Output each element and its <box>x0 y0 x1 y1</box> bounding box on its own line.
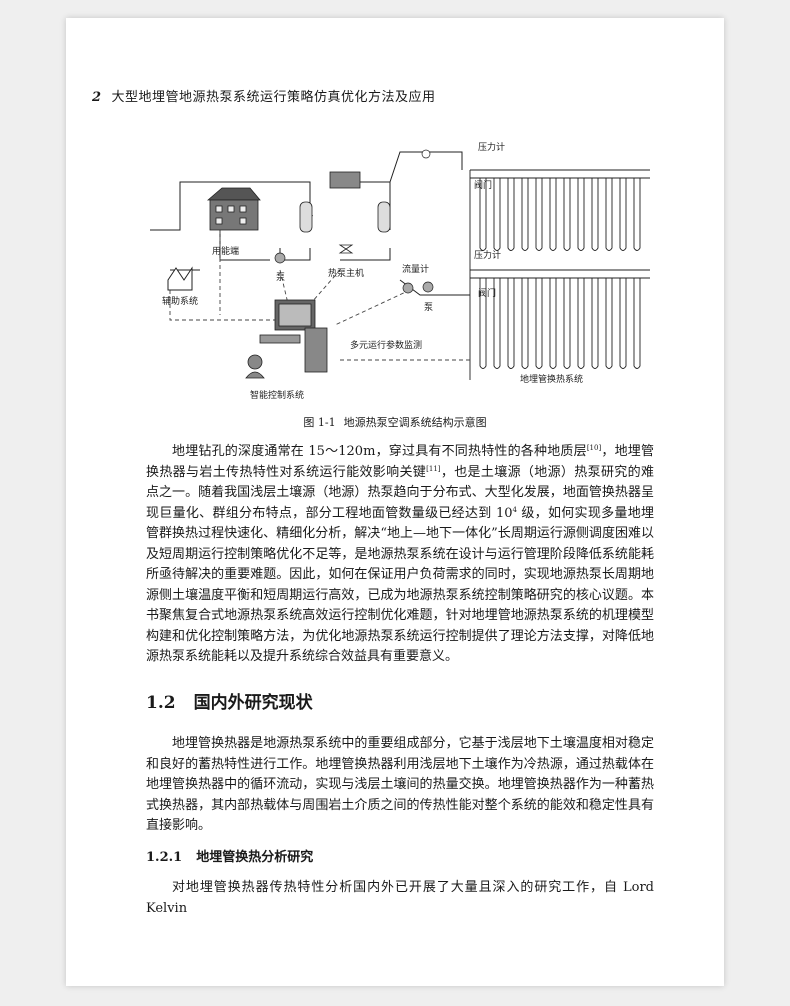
section-number: 1.2 <box>146 693 176 713</box>
label-aux-system: 辅助系统 <box>162 295 198 307</box>
borehole-tube <box>493 278 501 369</box>
exponent: 4 <box>512 505 517 514</box>
p2-text: 地埋管换热器是地源热泵系统中的重要组成部分，它基于浅层地下土壤温度相对稳定和良好… <box>146 736 654 833</box>
figure-number: 图 1-1 <box>303 416 336 429</box>
borehole-tube <box>549 278 557 369</box>
computer-icon <box>245 299 328 379</box>
borehole-tube <box>605 178 613 251</box>
borehole-tube <box>521 178 529 251</box>
label-flow-meter: 流量计 <box>402 263 429 275</box>
page-sheet <box>66 18 724 986</box>
borehole-tube <box>577 278 585 369</box>
citation-11: [11] <box>426 464 441 473</box>
running-head: 2 大型地埋管地源热泵系统运行策略仿真优化方法及应用 <box>92 86 436 105</box>
label-pressure-gauge-mid: 压力计 <box>474 249 501 261</box>
p1-text-a: 地埋钻孔的深度通常在 15～120m，穿过具有不同热特性的各种地质层 <box>172 444 587 459</box>
label-control: 智能控制系统 <box>250 389 304 401</box>
label-valve-top: 阀门 <box>474 179 492 191</box>
label-user-end: 用能端 <box>212 245 239 257</box>
borehole-tube <box>493 178 501 251</box>
borehole-tube <box>633 178 641 251</box>
section-heading: 1.2 国内外研究现状 <box>146 688 313 713</box>
heat-exchanger-icon <box>299 171 391 254</box>
borehole-tube <box>479 278 487 369</box>
pump-icons <box>274 149 434 294</box>
label-ground-hx: 地埋管换热系统 <box>520 373 583 385</box>
citation-10: [10] <box>586 444 602 452</box>
label-pump-left: 泵 <box>276 272 285 283</box>
borehole-tube <box>591 178 599 251</box>
borehole-tube <box>591 278 599 369</box>
figure-caption: 图 1-1 地源热泵空调系统结构示意图 <box>0 414 790 430</box>
aux-system-icon <box>167 266 193 291</box>
borehole-tube <box>507 278 515 369</box>
subsection-heading: 1.2.1 地埋管换热分析研究 <box>146 846 313 865</box>
house-icon <box>206 187 261 231</box>
borehole-tube <box>521 278 529 369</box>
subsection-number: 1.2.1 <box>146 850 183 865</box>
borehole-tube <box>619 178 627 251</box>
paragraph-1: 地埋钻孔的深度通常在 15～120m，穿过具有不同热特性的各种地质层[10]，地… <box>146 442 654 668</box>
p1-text-b: ，地埋管换热器与岩土传热特性对系统运行能效影响关键 <box>146 444 654 480</box>
label-valve-mid: 阀门 <box>478 287 496 299</box>
p3-text: 对地埋管换热器传热特性分析国内外已开展了大量且深入的研究工作，自 Lord Ke… <box>146 880 654 916</box>
page-number: 2 <box>92 90 102 105</box>
borehole-tube <box>535 278 543 369</box>
borehole-tube <box>605 278 613 369</box>
borehole-tube <box>619 278 627 369</box>
paragraph-2: 地埋管换热器是地源热泵系统中的重要组成部分，它基于浅层地下土壤温度相对稳定和良好… <box>146 734 654 837</box>
label-heat-pump: 热泵主机 <box>328 267 364 279</box>
p1-text-d: 级，如何实现多量地埋管群换热过程快速化、精细化分析，解决“地上—地下一体化”长周… <box>146 505 654 665</box>
section-title: 国内外研究现状 <box>193 693 313 713</box>
borehole-tube <box>535 178 543 251</box>
borehole-tube <box>577 178 585 251</box>
subsection-title: 地埋管换热分析研究 <box>196 850 314 865</box>
running-head-title: 大型地埋管地源热泵系统运行策略仿真优化方法及应用 <box>111 90 436 105</box>
label-pressure-gauge-top: 压力计 <box>478 141 505 153</box>
paragraph-3: 对地埋管换热器传热特性分析国内外已开展了大量且深入的研究工作，自 Lord Ke… <box>146 878 654 919</box>
p1-text-c: ，也是土壤源（地源）热泵研究的难点之一。随着我国浅层土壤源（地源）热泵趋向于分布… <box>146 464 654 521</box>
borehole-tube <box>479 178 487 251</box>
borehole-tube <box>507 178 515 251</box>
borehole-array <box>469 169 650 380</box>
label-monitor: 多元运行参数监测 <box>350 339 422 351</box>
borehole-tube <box>563 278 571 369</box>
figure-title: 地源热泵空调系统结构示意图 <box>343 416 487 429</box>
borehole-tube <box>633 278 641 369</box>
system-diagram: 压力计 阀门 压力计 阀门 流量计 泵 泵 用能端 热泵主机 辅助系统 多元运行… <box>150 141 650 401</box>
label-pump-right: 泵 <box>424 302 433 313</box>
borehole-tube <box>549 178 557 251</box>
borehole-tube <box>563 178 571 251</box>
